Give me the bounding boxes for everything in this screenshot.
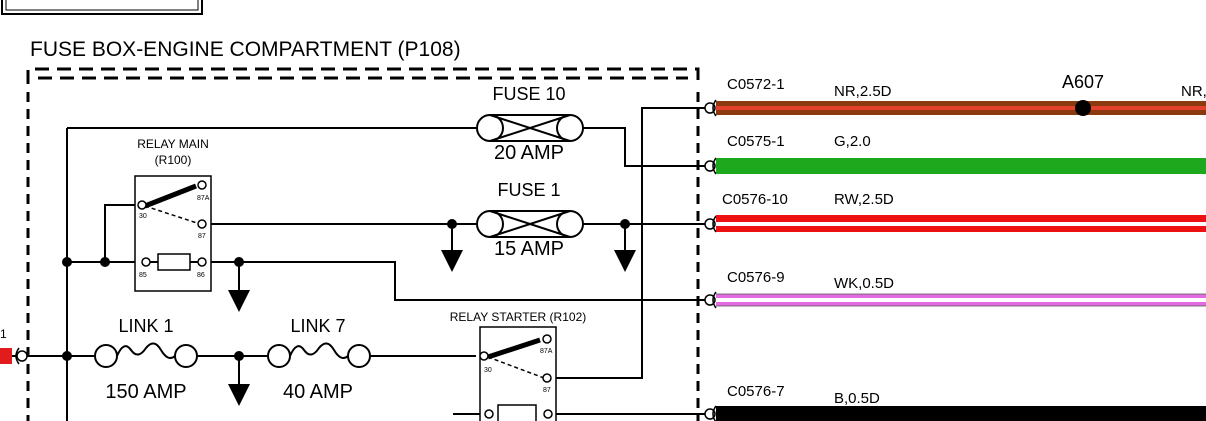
wire-connector-label: C0576-10: [722, 191, 788, 208]
fuse-10-label: FUSE 10: [492, 84, 565, 104]
relay-starter-label: RELAY STARTER (R102): [450, 310, 587, 324]
svg-text:87: 87: [198, 233, 206, 240]
splice-dot: [1075, 100, 1091, 116]
wire-b: C0576-7 B,0.5D: [716, 383, 1206, 421]
fuse-10: FUSE 10 20 AMP: [476, 84, 584, 164]
output-connectors: [704, 99, 717, 421]
wire-g: C0575-1 G,2.0: [716, 133, 1206, 174]
svg-text:30: 30: [139, 213, 147, 220]
svg-text:87A: 87A: [540, 348, 553, 355]
wire-nr: C0572-1 NR,2.5D NR, A607: [716, 72, 1206, 116]
wire-spec-label: G,2.0: [834, 133, 871, 150]
link-1: LINK 1 150 AMP: [94, 316, 198, 403]
relay-main: RELAY MAIN (R100) 30 87A 87 85 86: [134, 137, 212, 292]
link-7-rating: 40 AMP: [283, 381, 353, 403]
relay-starter: RELAY STARTER (R102) 87A 30 87: [450, 310, 587, 421]
link-7-label: LINK 7: [290, 316, 345, 336]
wire-end-label: NR,: [1181, 83, 1206, 100]
fuse-1-rating: 15 AMP: [494, 238, 564, 260]
wire-spec-label: B,0.5D: [834, 390, 880, 407]
wire-connector-label: C0572-1: [727, 76, 785, 93]
connector-pin: [704, 157, 717, 175]
wire-wk: C0576-9 WK,0.5D: [716, 269, 1206, 307]
connector-pin: [704, 215, 717, 233]
connector-pin: [704, 291, 717, 309]
wire-spec-label: WK,0.5D: [834, 275, 894, 292]
wire-connector-label: C0576-7: [727, 383, 785, 400]
ground-icon: [441, 250, 463, 272]
wire-rw: C0576-10 RW,2.5D: [716, 191, 1206, 232]
wire-spec-label: NR,2.5D: [834, 83, 892, 100]
svg-text:87A: 87A: [197, 195, 210, 202]
svg-text:30: 30: [484, 367, 492, 374]
connector-pin: [704, 99, 717, 117]
svg-text:85: 85: [139, 272, 147, 279]
wire-connector-label: C0576-9: [727, 269, 785, 286]
internal-wiring: [20, 107, 706, 421]
relay-main-ref: (R100): [155, 153, 192, 167]
external-wires: C0572-1 NR,2.5D NR, A607 C0575-1 G,2.0 C…: [716, 72, 1206, 421]
fuse-box-title: FUSE BOX-ENGINE COMPARTMENT (P108): [30, 38, 461, 61]
fuse-1-label: FUSE 1: [497, 180, 560, 200]
wire-spec-label: RW,2.5D: [834, 191, 894, 208]
svg-text:1: 1: [0, 327, 7, 341]
wire-connector-label: C0575-1: [727, 133, 785, 150]
fuse-box-enclosure: [26, 67, 700, 421]
link-1-rating: 150 AMP: [105, 381, 186, 403]
svg-text:87: 87: [543, 387, 551, 394]
ground-icon: [614, 250, 636, 272]
link-7: LINK 7 40 AMP: [267, 316, 371, 403]
connector-pin: [704, 405, 717, 421]
relay-main-label: RELAY MAIN: [137, 137, 209, 151]
ground-arrows: [228, 250, 636, 406]
box-fragment: [1, 0, 203, 15]
fuse-10-rating: 20 AMP: [494, 142, 564, 164]
fuse-1: FUSE 1 15 AMP: [476, 180, 584, 260]
ground-icon: [228, 384, 250, 406]
svg-text:86: 86: [197, 272, 205, 279]
ground-icon: [228, 290, 250, 312]
link-1-label: LINK 1: [118, 316, 173, 336]
splice-label: A607: [1062, 72, 1104, 92]
battery-input-pin: 1: [0, 327, 28, 365]
junction-dots: [62, 219, 630, 361]
